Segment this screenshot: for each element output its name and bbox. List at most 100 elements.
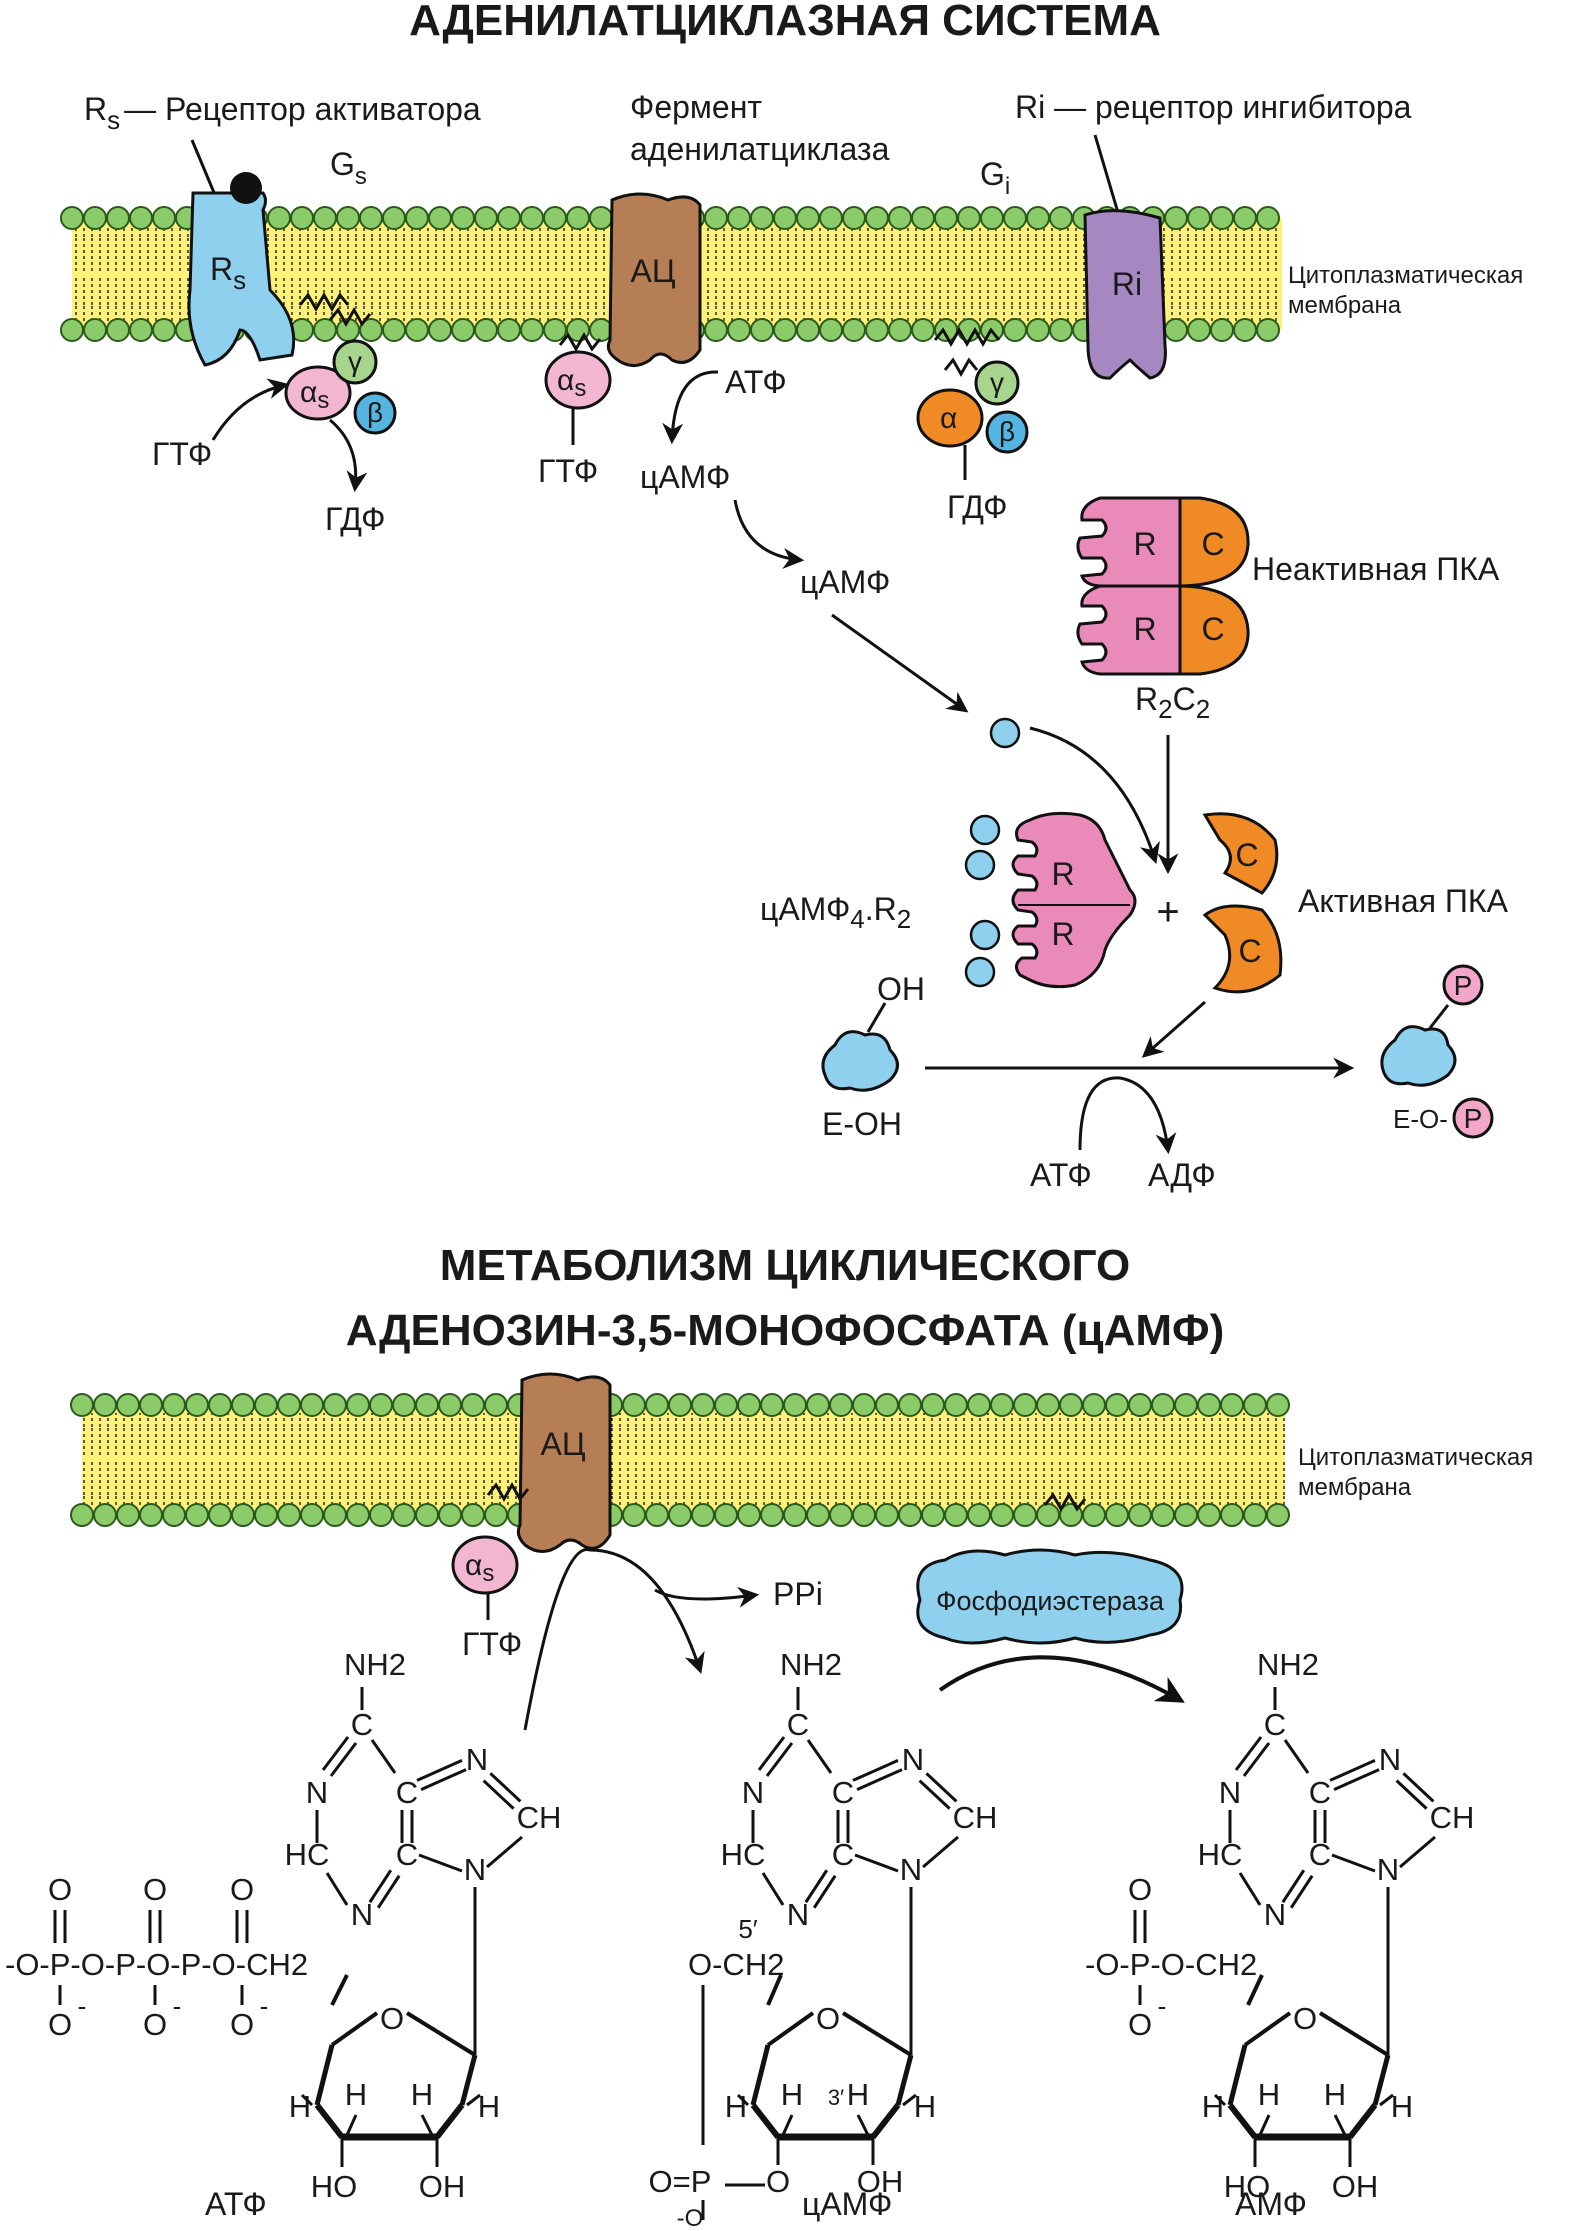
lipid-head (622, 1393, 646, 1417)
lipid-head (1233, 206, 1257, 230)
lipid-head (415, 1503, 439, 1527)
lipid-head (1256, 318, 1280, 342)
lipid-head (911, 318, 935, 342)
ppi-label: PPi (773, 1576, 823, 1612)
lipid-head (737, 1503, 761, 1527)
bond (1242, 1742, 1271, 1777)
amino-group: NH2 (1257, 1647, 1319, 1682)
bond (766, 1974, 783, 2006)
lipid-head (543, 206, 567, 230)
camp-bound-dot (964, 956, 996, 988)
bond (482, 1779, 515, 1810)
plus-sign: + (1156, 890, 1179, 934)
lipid-head (566, 206, 590, 230)
lipid-head (980, 206, 1004, 230)
bond (434, 2103, 465, 2139)
lipid-head (484, 1393, 508, 1417)
bond (1289, 1874, 1314, 1909)
lipid-head (783, 1393, 807, 1417)
camp-bound-dot (969, 919, 1001, 951)
gs-label: Gs (330, 146, 367, 190)
lipid-head (1266, 1393, 1290, 1417)
lipid-head (806, 1503, 830, 1527)
lipid-head (773, 206, 797, 230)
lipid-head (106, 206, 130, 230)
bond (459, 2054, 478, 2106)
lipid-head (737, 1393, 761, 1417)
lipid-head (474, 206, 498, 230)
c-free-label-2: C (1238, 933, 1261, 969)
atom-label: C (396, 1775, 418, 1810)
ri-caption: Ri — рецептор ингибитора (1015, 89, 1412, 125)
lipid-head (934, 206, 958, 230)
lipid-head (323, 1393, 347, 1417)
inactive-pka: R R C C (1076, 496, 1250, 676)
bond (856, 2114, 870, 2136)
lipid-head (83, 318, 107, 342)
triphosphate-chain: -O-P-O-P-O-P-O-CH2 (5, 1947, 308, 1982)
lipid-head (474, 318, 498, 342)
substrate-protein (821, 1002, 899, 1092)
bond (416, 1759, 463, 1782)
atom-label: H (289, 2089, 311, 2124)
bond (329, 1742, 358, 1777)
ac-label-top: АЦ (630, 253, 675, 289)
pka-c-label-bottom: C (1201, 611, 1224, 647)
camp-bound-dot (964, 849, 996, 881)
lipid-head (645, 1503, 669, 1527)
lipid-head (139, 1393, 163, 1417)
camp-molecule-dot (989, 717, 1021, 749)
bond (321, 1736, 350, 1771)
bond (804, 1869, 829, 1904)
bond (1333, 2114, 1347, 2136)
lipid-head (944, 1503, 968, 1527)
lipid-head (438, 1393, 462, 1417)
section2-title-line1: МЕТАБОЛИЗМ ЦИКЛИЧЕСКОГО (440, 1241, 1130, 1290)
lipid-head (750, 206, 774, 230)
enzyme-caption-line1: Фермент (630, 89, 762, 125)
bond (895, 2054, 914, 2106)
lipid-head (898, 1393, 922, 1417)
gs-protein-complex: αs γ β (284, 291, 397, 435)
lipid-head (1164, 206, 1188, 230)
lipid-head (865, 206, 889, 230)
camp-name: цАМФ (802, 2186, 892, 2222)
lipid-head (1049, 318, 1073, 342)
atom-label: - (78, 1991, 87, 2021)
lipid-head (254, 1503, 278, 1527)
oh-label: OH (877, 971, 925, 1007)
lipid-head (944, 1393, 968, 1417)
lipid-head (852, 1503, 876, 1527)
lipid-head (451, 318, 475, 342)
section1-title: АДЕНИЛАТЦИКЛАЗНАЯ СИСТЕМА (409, 0, 1161, 45)
atp-adp-arrow (1078, 1076, 1177, 1155)
bond (1246, 1974, 1264, 2006)
atom-label: CH (517, 1800, 562, 1835)
lipid-head (911, 206, 935, 230)
bond (1379, 2093, 1394, 2107)
lipid-head (116, 1393, 140, 1417)
bond (370, 1739, 397, 1774)
ri-label: Ri (1112, 266, 1142, 302)
alpha-s-label-2: αs (557, 364, 586, 402)
atom-label: O (143, 2007, 167, 2042)
gamma-label-1: γ (348, 346, 362, 377)
atom-label: O (380, 2001, 404, 2036)
lipid-head (185, 1503, 209, 1527)
lipid-head (783, 1503, 807, 1527)
bond (781, 2114, 794, 2136)
lipid-head (392, 1503, 416, 1527)
lipid-head (290, 206, 314, 230)
ac-label-bottom: АЦ (540, 1426, 585, 1462)
lipid-head (1059, 1393, 1083, 1417)
inactive-pka-label: Неактивная ПКА (1252, 551, 1500, 587)
bond (852, 1759, 899, 1782)
lipid-head (231, 1503, 255, 1527)
lipid-head (520, 206, 544, 230)
lipid-head (1174, 1393, 1198, 1417)
atp-to-camp-arrow (662, 370, 719, 445)
lipid-head (1164, 318, 1188, 342)
atom-label: H (781, 2077, 803, 2112)
